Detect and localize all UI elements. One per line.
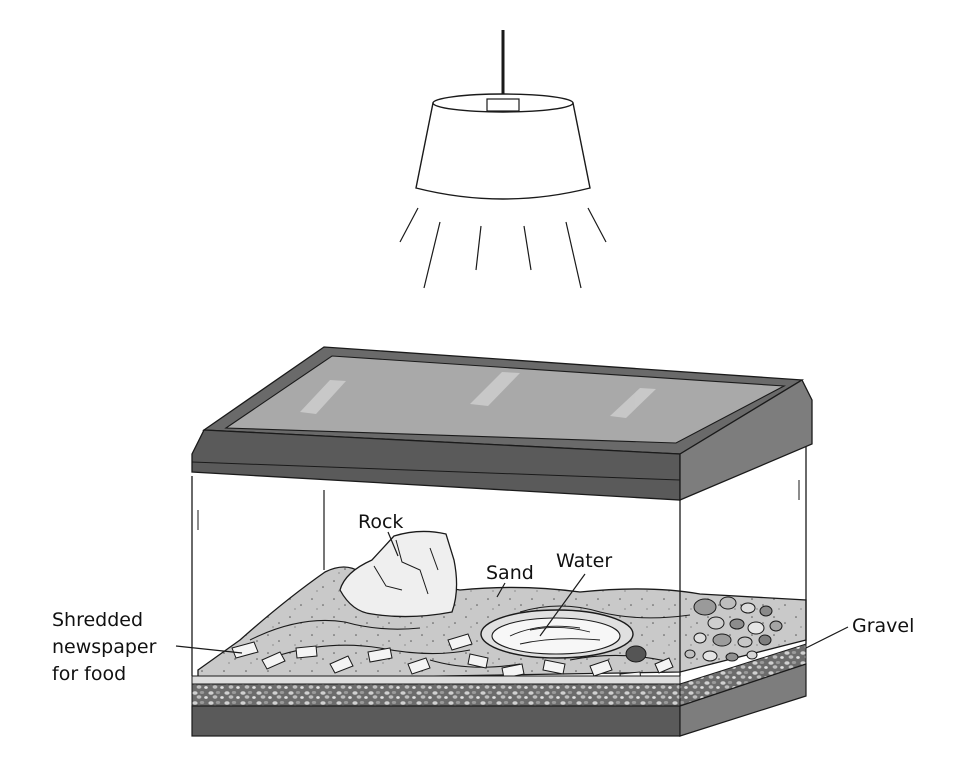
sand-leader (496, 582, 506, 598)
terrarium-tank (191, 346, 813, 737)
lid-side (679, 379, 813, 501)
front-sand-edge (191, 675, 681, 685)
label-sand: Sand (486, 562, 534, 584)
tank-base-front (191, 705, 681, 737)
light-ray (423, 221, 441, 289)
light-ray (399, 207, 419, 243)
light-ray (587, 207, 607, 243)
rock-cracks (373, 539, 439, 595)
label-shredded-newspaper-3: for food (52, 663, 126, 685)
rock (339, 530, 458, 618)
lid-glass-glare (300, 372, 656, 418)
label-water: Water (556, 550, 612, 572)
label-shredded-newspaper-1: Shredded (52, 609, 143, 631)
light-ray (565, 221, 582, 289)
light-rays (399, 207, 607, 289)
heat-lamp (415, 30, 591, 200)
water-dish (480, 609, 634, 659)
gravel-stones (625, 596, 783, 663)
label-rock: Rock (358, 511, 403, 533)
gravel-leader (805, 626, 849, 649)
lid-glass (224, 355, 786, 444)
lid-front-groove (191, 461, 681, 481)
label-gravel: Gravel (852, 615, 914, 637)
shredded-leader (175, 645, 243, 654)
gravel-layer-front (191, 683, 681, 707)
light-ray (523, 225, 532, 271)
label-shredded-newspaper-2: newspaper (52, 636, 157, 658)
leader-lines (175, 531, 849, 654)
light-ray (475, 225, 482, 271)
water-leader (539, 573, 586, 637)
lamp-socket (486, 98, 520, 112)
rock-leader (387, 531, 399, 557)
tank-base-side (679, 663, 807, 737)
